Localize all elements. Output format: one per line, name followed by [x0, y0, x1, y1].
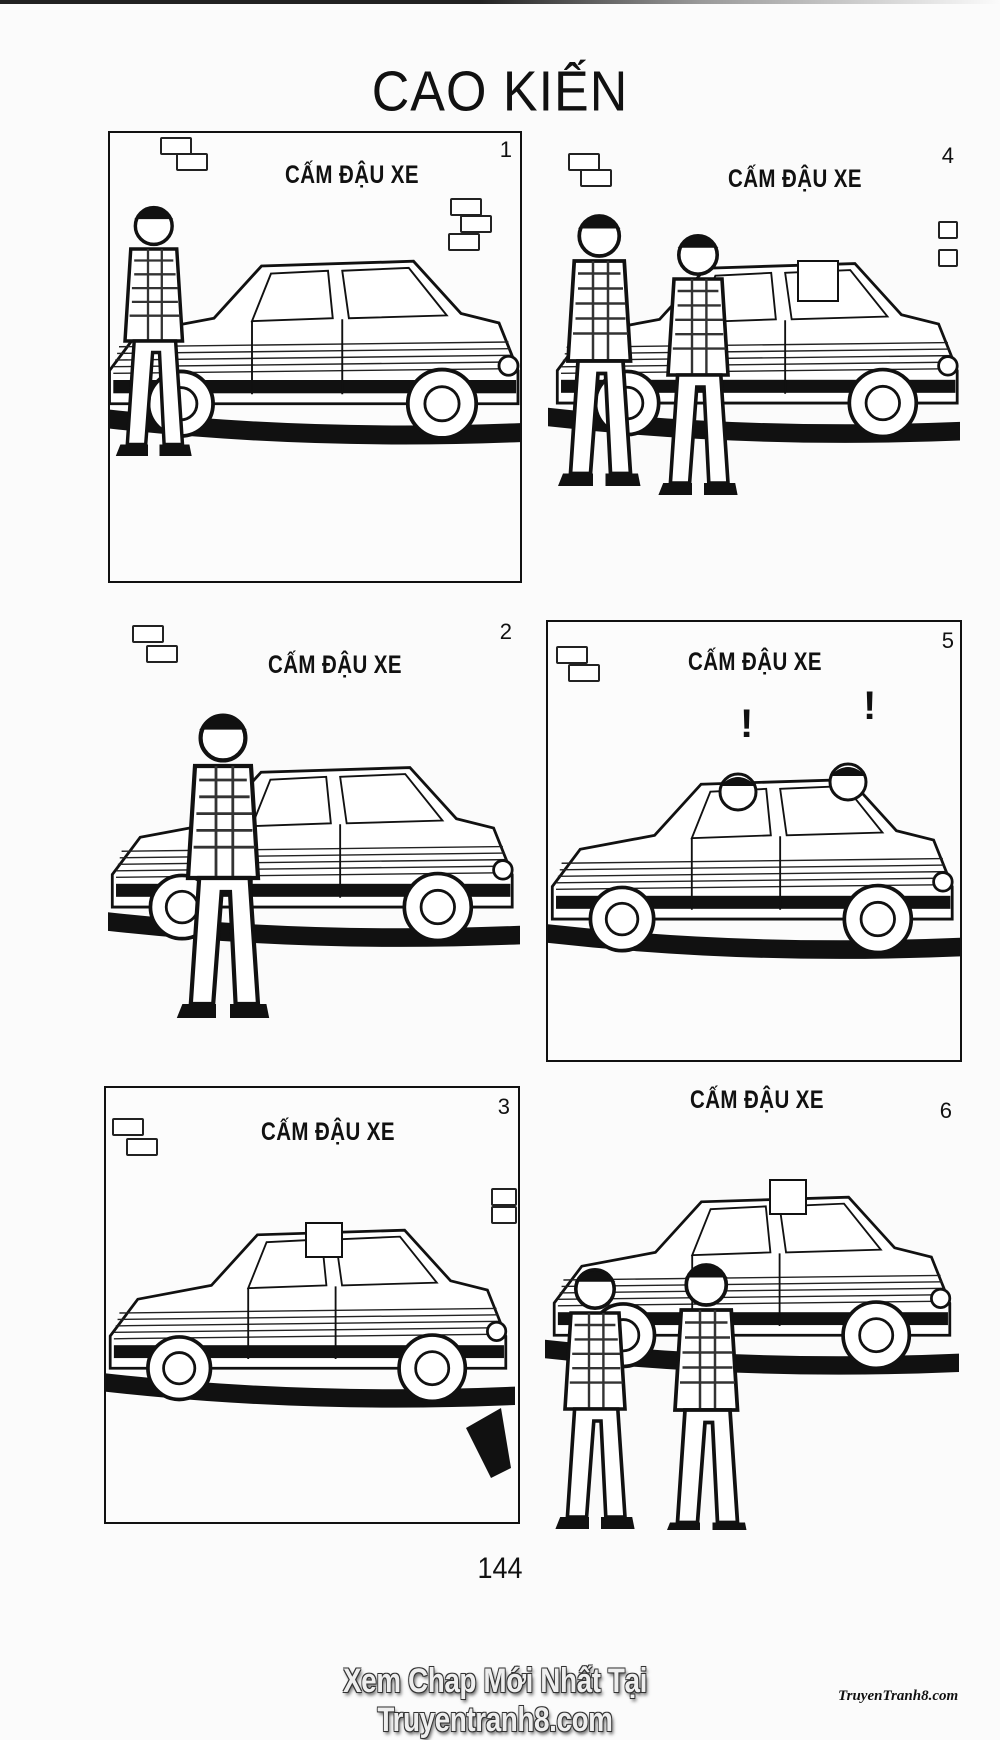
- wall-brick: [491, 1188, 517, 1206]
- car-illustration: [548, 762, 960, 961]
- wall-brick: [176, 153, 208, 171]
- panel-5: CẤM ĐẬU XE 5 ! !: [546, 620, 962, 1062]
- panel-1: CẤM ĐẬU XE 1: [108, 131, 522, 583]
- exclamation-mark: !: [740, 702, 754, 746]
- wall-brick: [938, 249, 958, 267]
- no-parking-sign: CẤM ĐẬU XE: [285, 161, 419, 189]
- wall-brick: [556, 646, 588, 664]
- wall-brick: [568, 664, 600, 682]
- top-border: [0, 0, 1000, 4]
- page-number: 144: [477, 1552, 523, 1585]
- panel-number: 4: [941, 143, 954, 168]
- car-illustration: [548, 214, 960, 497]
- panel-3: CẤM ĐẬU XE 3: [104, 1086, 520, 1524]
- wall-brick: [146, 645, 178, 663]
- panel-6: CẤM ĐẬU XE 6: [540, 1070, 960, 1530]
- wall-brick: [491, 1206, 517, 1224]
- panel-number: 1: [499, 137, 512, 162]
- no-parking-sign: CẤM ĐẬU XE: [728, 165, 862, 193]
- wall-brick: [460, 215, 492, 233]
- page-title: CAO KIẾN: [371, 60, 629, 124]
- car-illustration: [110, 205, 520, 458]
- wall-brick: [126, 1138, 158, 1156]
- no-parking-sign: CẤM ĐẬU XE: [268, 651, 402, 679]
- panel-number: 6: [939, 1098, 952, 1123]
- no-parking-sign: CẤM ĐẬU XE: [690, 1086, 824, 1114]
- no-parking-sign: CẤM ĐẬU XE: [688, 648, 822, 676]
- kicking-foot: [466, 1408, 511, 1478]
- watermark-banner: Xem Chap Mới Nhất Tại Truyentranh8.com: [342, 1662, 647, 1739]
- panel-2: CẤM ĐẬU XE 2: [108, 615, 520, 1060]
- ticket-icon: [797, 260, 839, 302]
- wall-brick: [580, 169, 612, 187]
- panel-4: CẤM ĐẬU XE 4: [548, 131, 960, 551]
- exclamation-mark: !: [863, 684, 877, 728]
- panel-number: 5: [941, 628, 954, 653]
- car-illustration: [108, 615, 520, 1060]
- car-illustration: [543, 1179, 960, 1530]
- car-illustration: [106, 1222, 517, 1478]
- wall-brick: [132, 625, 164, 643]
- panel-number: 3: [497, 1094, 510, 1119]
- no-parking-sign: CẤM ĐẬU XE: [261, 1118, 395, 1146]
- wall-brick: [448, 233, 480, 251]
- wall-brick: [938, 221, 958, 239]
- wall-brick: [112, 1118, 144, 1136]
- panel-number: 2: [499, 619, 512, 644]
- site-logo: TruyenTranh8.com: [838, 1688, 959, 1704]
